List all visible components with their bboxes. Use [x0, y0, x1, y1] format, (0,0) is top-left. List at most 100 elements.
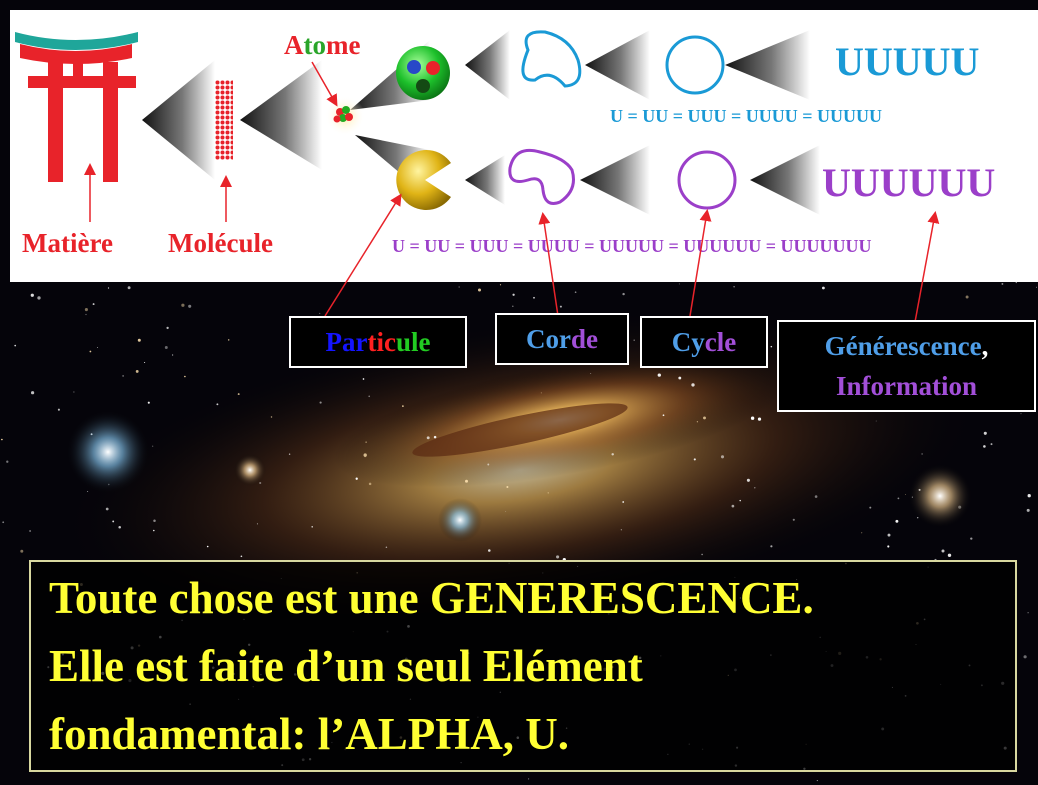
star: [1027, 612, 1029, 614]
star: [6, 460, 9, 463]
cone-icon: [240, 60, 322, 170]
particle-ball-icon: [396, 150, 451, 211]
star: [135, 369, 139, 373]
star: [216, 403, 219, 406]
star: [611, 453, 614, 456]
star: [368, 395, 370, 398]
star: [657, 373, 661, 377]
star: [57, 408, 60, 411]
star: [947, 553, 952, 557]
star: [488, 549, 491, 552]
star: [941, 549, 945, 553]
star: [188, 304, 192, 308]
star: [556, 555, 560, 559]
star: [30, 293, 34, 297]
star: [678, 376, 682, 380]
star: [983, 431, 987, 435]
star: [363, 453, 367, 457]
star: [184, 375, 186, 378]
star: [528, 778, 530, 780]
star: [547, 492, 549, 494]
star: [319, 401, 322, 404]
star: [288, 453, 291, 455]
star: [970, 537, 973, 540]
star: [512, 305, 514, 308]
star: [822, 286, 825, 290]
molecule-icon: [215, 80, 233, 160]
star: [368, 482, 372, 486]
star: [122, 375, 124, 377]
star: [144, 361, 146, 364]
star: [311, 526, 313, 528]
star: [533, 296, 535, 299]
cone-icon: [465, 155, 505, 205]
star: [720, 455, 725, 459]
star: [402, 405, 404, 407]
star: [256, 523, 258, 525]
star: [153, 519, 156, 522]
star: [1023, 655, 1027, 659]
star: [465, 479, 468, 483]
star: [731, 504, 735, 508]
star: [754, 487, 756, 489]
torii-gate-icon: [15, 32, 138, 182]
star: [89, 350, 92, 353]
star: [540, 392, 542, 394]
star: [171, 354, 174, 356]
star: [703, 416, 706, 420]
star: [633, 339, 635, 341]
star: [107, 287, 110, 289]
star: [206, 545, 209, 548]
star: [458, 286, 460, 288]
star: [701, 553, 703, 556]
cone-icon: [725, 30, 810, 100]
star: [1026, 508, 1030, 512]
star: [622, 292, 625, 296]
star: [662, 414, 665, 417]
star: [895, 519, 899, 523]
star: [693, 458, 696, 461]
cone-icon: [585, 30, 650, 100]
star: [678, 283, 680, 285]
star: [2, 521, 5, 524]
cycle-label: Cycle: [640, 316, 768, 368]
star: [574, 291, 577, 294]
star: [84, 308, 88, 312]
statement-line-2: Elle est faite d’un seul Elément: [49, 641, 643, 691]
cone-icon: [465, 30, 510, 100]
star: [147, 401, 150, 404]
star: [590, 373, 592, 374]
star: [983, 445, 986, 448]
corde-label: Corde: [495, 313, 629, 365]
star: [20, 549, 24, 553]
star: [887, 533, 891, 537]
matiere-label: Matière: [22, 228, 113, 258]
cycle-purple-icon: [677, 150, 737, 210]
star: [29, 530, 32, 532]
star: [770, 345, 773, 348]
star: [1, 438, 3, 441]
star: [757, 417, 762, 421]
star: [433, 435, 437, 439]
star: [137, 338, 141, 342]
star: [921, 453, 923, 455]
star: [505, 511, 507, 512]
star: [426, 436, 430, 440]
star: [92, 303, 95, 306]
star: [477, 288, 482, 292]
star: [739, 499, 741, 502]
star: [887, 545, 890, 548]
star: [1027, 494, 1031, 498]
star: [770, 545, 773, 548]
generescence-diagram: Atome UUUUU U = UU = UUU = UUUU = UUUUU …: [15, 30, 995, 258]
star: [897, 497, 900, 500]
statement-line-1: Toute chose est une GENERESCENCE.: [49, 573, 814, 623]
star: [87, 490, 89, 492]
star: [270, 416, 273, 418]
star: [14, 344, 17, 347]
star: [750, 416, 755, 420]
cone-icon: [750, 145, 820, 215]
star: [73, 391, 75, 393]
star: [1020, 413, 1022, 415]
